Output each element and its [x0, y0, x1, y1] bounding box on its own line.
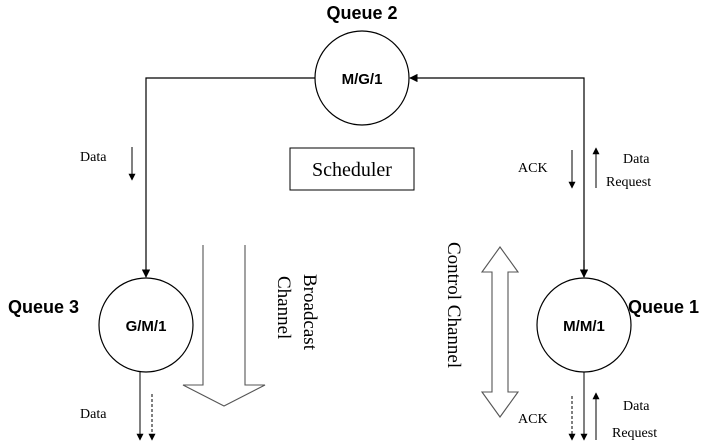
- ack-label-top: ACK: [518, 161, 548, 176]
- broadcast-channel-label-line1: Broadcast: [299, 274, 320, 351]
- queue3-title: Queue 3: [8, 297, 79, 317]
- control-channel-label: Control Channel: [443, 242, 464, 368]
- data-request-top-line1: Data: [623, 152, 650, 167]
- edge-queue2-to-queue3: [141, 77, 315, 278]
- queue3-model: G/M/1: [126, 318, 167, 335]
- control-channel-arrow: [480, 246, 520, 418]
- data-request-bottom-line1: Data: [623, 399, 650, 414]
- scheduler-box: [289, 147, 415, 191]
- ack-label-bottom: ACK: [518, 412, 548, 427]
- edge-queue1-to-queue2: [409, 73, 585, 277]
- data-request-bottom-line2: Request: [612, 426, 657, 441]
- queue2-model: M/G/1: [342, 71, 383, 88]
- queue1-model: M/M/1: [563, 318, 605, 335]
- data-request-top-line2: Request: [606, 175, 651, 190]
- scheduler-label: Scheduler: [312, 159, 392, 181]
- broadcast-channel-arrow: [182, 245, 266, 407]
- queue2-title: Queue 2: [326, 3, 397, 23]
- queue3-node: [98, 277, 194, 373]
- data-label-left-bottom: Data: [80, 407, 107, 422]
- queue1-title: Queue 1: [628, 297, 699, 317]
- broadcast-channel-label-line2: Channel: [273, 276, 294, 339]
- data-label-left-top: Data: [80, 150, 107, 165]
